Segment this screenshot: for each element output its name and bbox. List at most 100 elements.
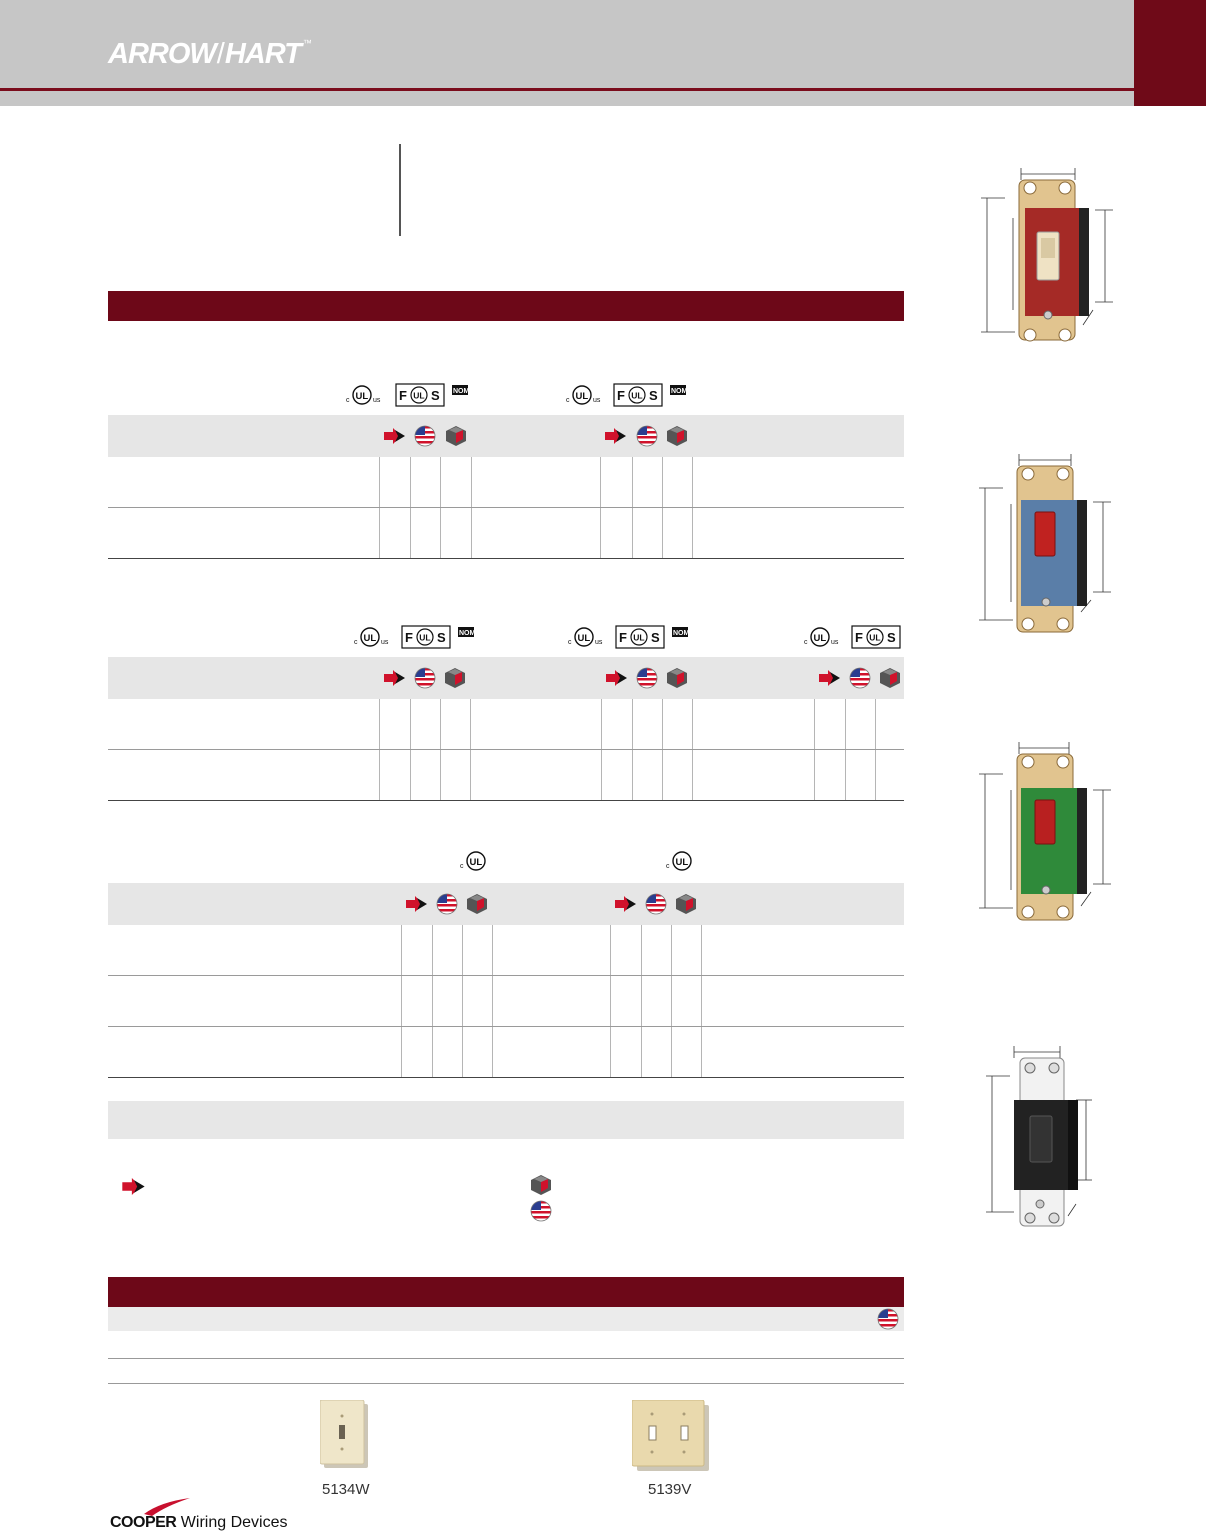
ul-c-text: c [346, 397, 350, 404]
logo-slash: / [216, 38, 225, 70]
svg-text:F: F [399, 388, 407, 403]
svg-text:F: F [405, 630, 413, 645]
table-row [108, 1026, 904, 1078]
us-flag-icon [410, 657, 440, 699]
svg-text:us: us [595, 639, 603, 646]
svg-text:UL: UL [676, 857, 689, 868]
new-product-icon [379, 415, 410, 457]
us-flag-icon [877, 1308, 899, 1330]
cooper-wordmark: COOPER [110, 1514, 177, 1531]
table-row [108, 699, 904, 750]
svg-text:us: us [831, 639, 839, 646]
us-flag-icon [632, 657, 662, 699]
svg-text:c: c [354, 639, 358, 646]
header-rule [0, 88, 1134, 91]
svg-text:UL: UL [364, 633, 377, 644]
table-row [108, 975, 904, 1027]
cube-icon [671, 883, 701, 925]
cube-icon [662, 657, 692, 699]
svg-text:UL: UL [814, 633, 827, 644]
section-bar-switches [108, 291, 904, 321]
switch-photo-blue [973, 452, 1123, 642]
switch-table-2 [108, 657, 904, 801]
svg-text:NOM: NOM [673, 630, 690, 637]
cube-icon [662, 415, 692, 457]
svg-text:UL: UL [470, 857, 483, 868]
cert-marks-2a: c UL us F UL S NOM [354, 625, 484, 651]
svg-text:NOM: NOM [671, 388, 688, 395]
cert-marks-3b: c UL [666, 849, 700, 875]
legend-new-product-icon [122, 1178, 146, 1195]
svg-text:S: S [431, 388, 440, 403]
table-row [108, 925, 904, 976]
cert-marks-2c: c UL us F UL S [804, 625, 904, 651]
svg-text:c: c [568, 639, 572, 646]
cube-icon [875, 657, 904, 699]
svg-text:F: F [617, 388, 625, 403]
svg-text:UL: UL [631, 391, 642, 401]
cube-icon [440, 415, 471, 457]
wallplate-header-row [108, 1307, 904, 1331]
svg-text:us: us [593, 397, 601, 404]
svg-text:us: us [381, 639, 389, 646]
table-row [108, 507, 904, 559]
new-product-icon [601, 657, 632, 699]
switch-table-1 [108, 415, 904, 559]
svg-text:c: c [804, 639, 808, 646]
svg-text:UL: UL [419, 633, 430, 643]
new-product-icon [610, 883, 641, 925]
logo-text-arrow: ARROW [108, 38, 217, 70]
wallplate-2gang-image [632, 1400, 712, 1472]
svg-text:c: c [566, 397, 570, 404]
us-flag-icon [410, 415, 440, 457]
svg-text:UL: UL [576, 391, 589, 402]
logo-trademark: ™ [302, 38, 312, 48]
svg-text:UL: UL [633, 633, 644, 643]
us-flag-icon [632, 415, 662, 457]
svg-text:S: S [651, 630, 660, 645]
new-product-icon [600, 415, 632, 457]
cert-marks-1a: c UL us F UL S NOM [346, 383, 476, 409]
svg-text:UL: UL [413, 391, 424, 401]
svg-text:S: S [649, 388, 658, 403]
svg-text:c: c [460, 863, 464, 870]
svg-text:UL: UL [869, 633, 880, 643]
legend-cube-icon [530, 1174, 552, 1196]
us-flag-icon [641, 883, 671, 925]
svg-text:F: F [855, 630, 863, 645]
cooper-swoosh-icon [144, 1498, 190, 1516]
wallplate-1gang-image [320, 1400, 370, 1470]
logo-text-hart: HART [224, 38, 302, 70]
wallplate-2-label: 5139V [648, 1481, 692, 1498]
cube-icon [440, 657, 470, 699]
new-product-icon [379, 657, 410, 699]
switch-photo-black [980, 1040, 1120, 1235]
cert-marks-3a: c UL [460, 849, 494, 875]
switch-table-3 [108, 883, 904, 1078]
cert-marks-2b: c UL us F UL S NOM [568, 625, 698, 651]
cert-marks-1b: c UL us F UL S NOM [566, 383, 696, 409]
note-box [108, 1101, 904, 1139]
svg-text:S: S [887, 630, 896, 645]
table-row [108, 749, 904, 801]
cube-icon [462, 883, 492, 925]
table-row [108, 457, 904, 508]
row-divider [108, 1383, 904, 1384]
svg-text:c: c [666, 863, 670, 870]
svg-text:us: us [373, 397, 381, 404]
svg-text:S: S [437, 630, 446, 645]
svg-text:UL: UL [578, 633, 591, 644]
svg-text:UL: UL [356, 391, 369, 402]
new-product-icon [814, 657, 845, 699]
intro-divider [399, 144, 401, 236]
switch-photo-green [973, 740, 1123, 930]
legend-us-flag-icon [530, 1200, 552, 1222]
new-product-icon [401, 883, 432, 925]
section-bar-wallplates [108, 1277, 904, 1307]
row-divider [108, 1358, 904, 1359]
section-tab [1134, 0, 1206, 106]
svg-text:NOM: NOM [453, 388, 470, 395]
wallplate-1-label: 5134W [322, 1481, 370, 1498]
cooper-division: Wiring Devices [180, 1514, 288, 1531]
